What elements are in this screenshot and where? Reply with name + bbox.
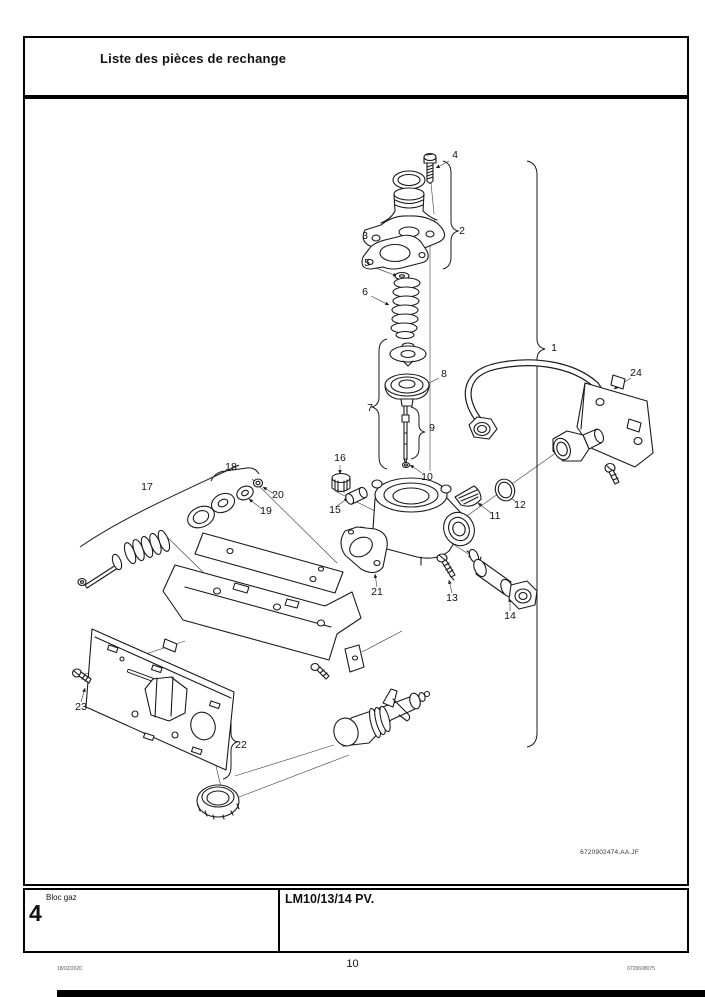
part-panel-22 [85,628,235,771]
callout-12: 12 [514,499,526,511]
callout-11: 11 [490,510,501,522]
callout-21: 21 [371,586,383,598]
callout-23: 23 [75,701,87,713]
callout-17: 17 [141,481,153,493]
part-screw-13 [436,553,456,581]
callout-22: 22 [235,739,247,751]
diagram-reference: 6720902474.AA.JF [580,849,639,856]
footer-cell-model: LM10/13/14 PV. [280,890,687,951]
callout-2: 2 [459,225,465,237]
brace-7 [370,338,388,470]
bottom-bar [57,990,705,997]
page-number: 10 [346,958,359,970]
brace-1 [526,160,546,748]
part-brackets [162,532,365,680]
footer-cell-section: Bloc gaz 4 [25,890,280,951]
part-screw-4 [423,152,437,185]
part-cups-18 [187,478,264,529]
callout-1: 1 [551,342,557,354]
part-valve-disc [389,342,427,367]
callout-14: 14 [504,610,516,622]
part-valve-body [352,477,475,566]
document-frame: Liste des pièces de rechange [23,36,689,953]
callout-4: 4 [452,149,458,161]
callout-5: 5 [364,257,370,269]
page-title: Liste des pièces de rechange [100,51,287,66]
print-date: 18/02/2020 [57,966,83,972]
part-stem-9 [401,405,410,464]
part-filter-11 [454,485,482,507]
callout-19: 19 [260,505,272,517]
brace-9 [410,406,426,460]
part-oring-top [392,170,426,190]
part-spring-17 [77,529,171,589]
callout-6: 6 [362,286,368,298]
callout-18: 18 [225,461,237,473]
callout-9: 9 [429,422,435,434]
callout-10: 10 [421,471,433,483]
brace-2 [442,160,460,270]
part-pipe-24 [464,359,654,485]
footer-table: Bloc gaz 4 LM10/13/14 PV. [23,888,689,953]
part-plug-16 [331,472,351,493]
callout-15: 15 [329,504,341,516]
callout-16: 16 [334,452,346,464]
brace-17-curve [79,464,240,548]
callout-8: 8 [441,368,447,380]
part-gasket-3 [361,234,429,270]
section-number: 4 [29,900,42,926]
callout-3: 3 [362,230,368,242]
part-spring-6 [390,277,421,340]
part-solenoid [333,688,431,747]
model-label: LM10/13/14 PV. [285,892,375,906]
callout-24: 24 [630,367,642,379]
title-box: Liste des pièces de rechange [23,36,689,97]
part-oring-10 [401,461,411,469]
callout-13: 13 [446,592,458,604]
callout-7: 7 [367,402,373,414]
part-oring-12 [494,478,516,502]
part-diaphragm-8 [384,373,430,407]
part-gasket-21 [340,526,388,574]
part-screw-23 [71,668,92,684]
section-label: Bloc gaz [46,893,77,902]
part-fitting-14 [466,548,538,610]
doc-number: 6720608075 [627,966,655,972]
part-sleeve-15 [345,486,368,505]
callout-20: 20 [272,489,284,501]
part-ring-nut [196,784,240,820]
